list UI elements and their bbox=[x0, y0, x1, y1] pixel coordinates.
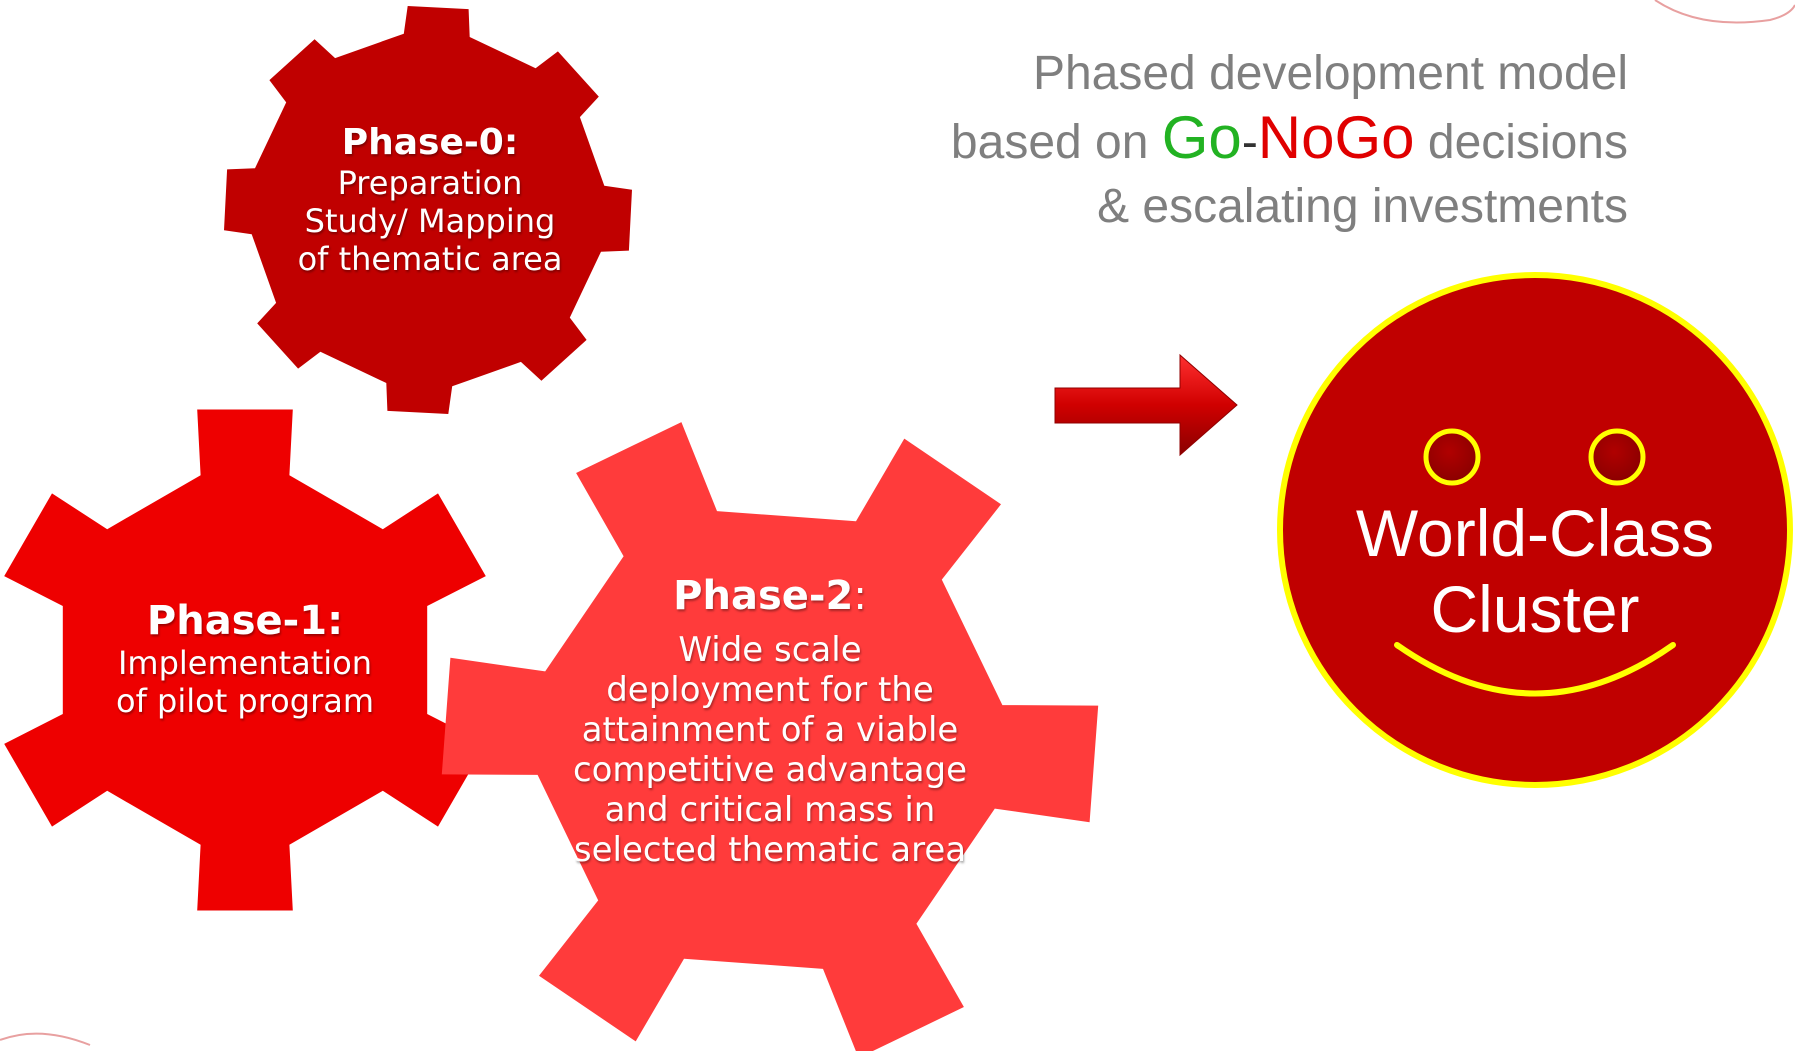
heading-line-2-prefix: based on bbox=[950, 116, 1162, 169]
corner-decoration-top-right bbox=[1654, 0, 1795, 24]
smile-icon bbox=[1394, 642, 1676, 697]
phase-2-line-1: Wide scale bbox=[678, 630, 862, 670]
phase-0-line-2: Study/ Mapping bbox=[304, 202, 556, 240]
gear-phase-1 bbox=[4, 409, 486, 911]
phase-2-text: Phase-2: Wide scale deployment for the a… bbox=[560, 572, 980, 870]
cluster-line-1: World-Class bbox=[1355, 496, 1715, 570]
phase-1-text: Phase-1: Implementation of pilot program bbox=[60, 598, 430, 720]
phase-0-line-3: of thematic area bbox=[297, 240, 563, 278]
heading-line-2-suffix: decisions bbox=[1414, 116, 1628, 169]
corner-decoration-bottom-left bbox=[0, 1032, 91, 1046]
phase-2-line-6: selected thematic area bbox=[573, 830, 967, 870]
phase-0-title: Phase-0: bbox=[341, 122, 519, 163]
heading-line-1: Phased development model bbox=[1032, 47, 1628, 100]
right-eye-icon bbox=[1588, 428, 1646, 486]
phase-1-line-2: of pilot program bbox=[116, 682, 374, 720]
heading-line-3: & escalating investments bbox=[1097, 180, 1628, 233]
gear-phase-2 bbox=[441, 422, 1099, 1051]
go-label: Go bbox=[1161, 104, 1242, 171]
heading-line-2: based on Go-NoGo decisions bbox=[808, 106, 1628, 175]
phase-1-line-1: Implementation bbox=[117, 644, 373, 682]
phase-1-title: Phase-1: bbox=[146, 598, 344, 644]
phase-0-text: Phase-0: Preparation Study/ Mapping of t… bbox=[255, 122, 605, 278]
phase-2-title-row: Phase-2: bbox=[560, 572, 980, 620]
phase-2-line-5: and critical mass in bbox=[604, 790, 936, 830]
phase-2-line-4: competitive advantage bbox=[572, 750, 968, 790]
diagram-heading: Phased development model based on Go-NoG… bbox=[808, 42, 1628, 239]
left-eye-icon bbox=[1423, 428, 1481, 486]
nogo-label: NoGo bbox=[1257, 104, 1415, 171]
phase-0-line-1: Preparation bbox=[337, 164, 523, 202]
phase-2-colon: : bbox=[853, 573, 867, 619]
phase-2-title: Phase-2 bbox=[673, 573, 854, 619]
go-nogo-dash: - bbox=[1241, 116, 1258, 169]
cluster-label: World-Class Cluster bbox=[1330, 495, 1740, 647]
cluster-circle bbox=[1277, 272, 1793, 788]
phase-2-line-2: deployment for the bbox=[606, 670, 934, 710]
right-arrow-icon bbox=[1054, 353, 1238, 457]
gear-phase-0 bbox=[224, 6, 632, 414]
cluster-line-2: Cluster bbox=[1430, 572, 1640, 646]
phase-2-line-3: attainment of a viable bbox=[581, 710, 959, 750]
